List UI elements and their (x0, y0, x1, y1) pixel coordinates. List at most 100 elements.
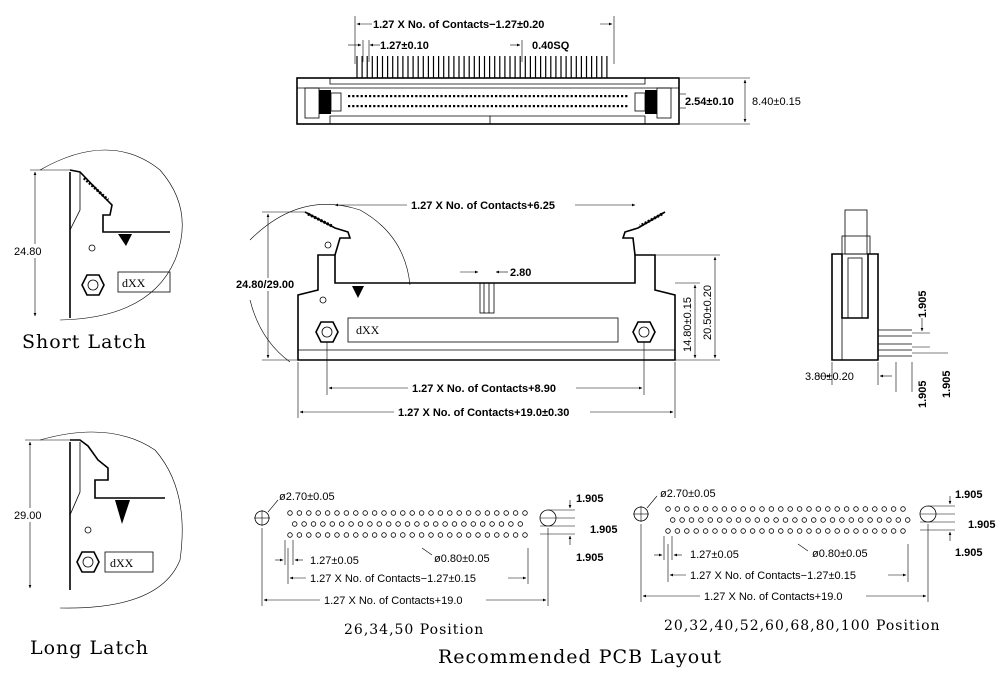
pcb-pad (886, 517, 892, 523)
long-latch-caption: Long Latch (30, 637, 149, 659)
long-latch-height: 29.00 (14, 510, 42, 522)
top-contact (549, 105, 552, 108)
top-contact (545, 105, 548, 108)
pcb-pad (371, 510, 378, 516)
top-contact (474, 105, 477, 108)
pcb-pad (778, 506, 784, 512)
top-contact (566, 95, 569, 98)
top-contact (482, 95, 485, 98)
pcb-left-row-c: 1.905 (576, 552, 604, 564)
top-contact (499, 95, 502, 98)
top-contact (558, 95, 561, 98)
pcb-pad (900, 528, 906, 534)
front-view: dXX 1.27 X No. of Contacts+6.25 2.80 24.… (236, 198, 720, 419)
pcb-pad (404, 521, 411, 527)
top-contact (432, 95, 435, 98)
top-contact (528, 95, 531, 98)
pcb-pad (480, 521, 486, 527)
top-contact (524, 105, 527, 108)
pcb-pad (881, 506, 887, 512)
pcb-right-dim-pitch: 1.27±0.05 (690, 549, 739, 561)
pcb-pad (820, 517, 826, 523)
top-contact (532, 95, 535, 98)
top-contact (469, 95, 472, 98)
top-contact (348, 95, 351, 98)
top-contact (415, 95, 418, 98)
top-contact (625, 105, 628, 108)
top-contact (566, 105, 569, 108)
top-contact (461, 105, 464, 108)
top-contact (570, 95, 573, 98)
pcb-pad (494, 532, 500, 538)
pcb-pad (895, 517, 901, 523)
pcb-pad (674, 506, 681, 512)
top-contact (495, 105, 498, 108)
pcb-pad (376, 521, 382, 527)
pcb-pad (721, 506, 728, 512)
top-contact (373, 105, 376, 108)
pcb-pad (749, 506, 756, 512)
top-contact (364, 105, 367, 108)
top-contact (406, 95, 409, 98)
top-contact (377, 105, 380, 108)
pcb-pad (698, 517, 704, 523)
top-contact (448, 95, 451, 98)
pcb-pad (862, 528, 869, 534)
top-contact (398, 95, 401, 98)
top-contact (587, 95, 590, 98)
front-dim-key: 2.80 (510, 267, 531, 279)
pcb-pad (437, 532, 444, 538)
top-contact (541, 95, 544, 98)
pcb-pad (782, 517, 789, 523)
top-contact (385, 95, 388, 98)
pcb-pad (508, 521, 514, 527)
pcb-right-row-b: 1.905 (968, 519, 996, 531)
top-contact (621, 105, 624, 108)
top-contact (440, 95, 443, 98)
pcb-left-pads (287, 510, 528, 538)
pcb-pad (287, 532, 293, 538)
top-contact (604, 105, 607, 108)
pcb-pad (764, 517, 770, 523)
top-contact (348, 105, 351, 108)
pcb-pad (315, 510, 321, 516)
top-contact (528, 105, 531, 108)
top-contact (486, 95, 489, 98)
top-contact (394, 95, 397, 98)
top-contact (436, 105, 439, 108)
pcb-pad (829, 517, 836, 523)
top-contact (423, 95, 426, 98)
top-contact (537, 105, 540, 108)
pcb-pad (806, 506, 812, 512)
front-dim-height: 24.80/29.00 (236, 279, 294, 291)
top-contact (369, 105, 372, 108)
pcb-pad (890, 506, 897, 512)
pcb-pad (862, 506, 869, 512)
top-contact (474, 95, 477, 98)
front-dim-mid: 1.27 X No. of Contacts+8.90 (412, 383, 556, 395)
top-contact (427, 105, 430, 108)
top-contact (482, 105, 485, 108)
top-contact (524, 95, 527, 98)
top-contact (616, 95, 619, 98)
pcb-pad (498, 521, 505, 527)
pcb-pad (872, 506, 878, 512)
pcb-pad (825, 528, 831, 534)
pcb-pad (787, 528, 793, 534)
pcb-pad (296, 532, 303, 538)
top-contact (419, 105, 422, 108)
top-contact (390, 95, 393, 98)
top-contact (432, 105, 435, 108)
top-contact (478, 105, 481, 108)
pcb-pad (890, 528, 897, 534)
pcb-left-dim-hole: ø2.70±0.05 (279, 491, 335, 503)
top-contact (364, 95, 367, 98)
top-dim-pin: 0.40SQ (532, 40, 570, 52)
top-contact (356, 105, 359, 108)
pcb-right-dim-hole: ø2.70±0.05 (660, 488, 716, 500)
top-contact (495, 95, 498, 98)
pcb-pad (881, 528, 887, 534)
pcb-pad (301, 521, 307, 527)
top-contact (570, 105, 573, 108)
